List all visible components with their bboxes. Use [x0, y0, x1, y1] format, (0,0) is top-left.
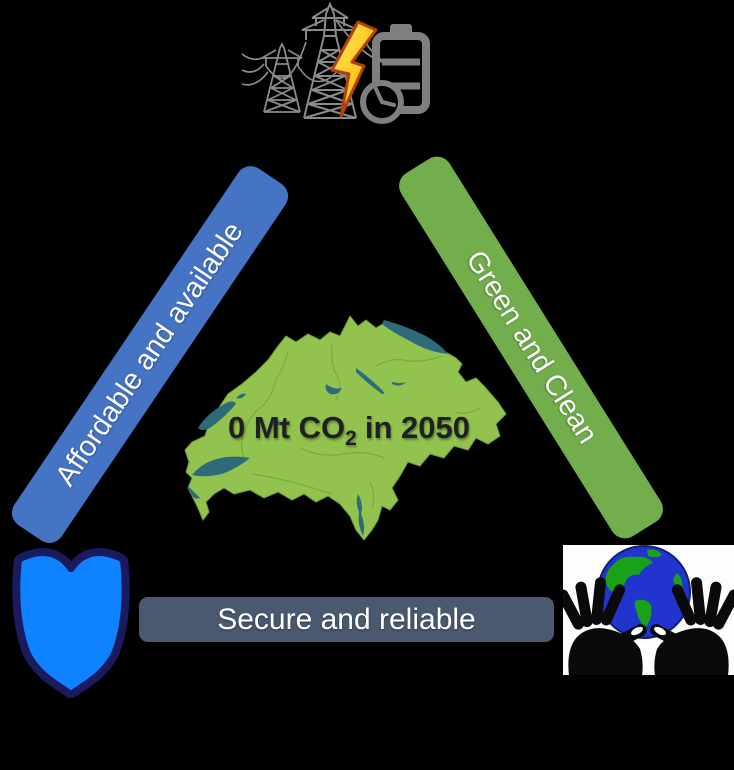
shield-icon	[12, 548, 130, 698]
pillar-banner-secure: Secure and reliable	[139, 597, 554, 642]
shield-shape	[12, 548, 130, 698]
lake-thun	[274, 420, 292, 426]
electric-grid-and-storage-icon	[241, 1, 430, 124]
lake-biel	[236, 393, 246, 399]
rhone-sliver	[188, 486, 200, 499]
hands-holding-earth-icon	[563, 545, 734, 675]
hands-earth-graphic	[563, 545, 734, 675]
transmission-tower-large-icon	[301, 1, 359, 119]
lake-walen	[392, 382, 406, 386]
transmission-tower-small-icon	[261, 41, 303, 113]
lightning-bolt-icon	[330, 20, 378, 118]
lake-zurich	[356, 368, 384, 394]
lake-neuchatel	[198, 401, 236, 430]
lake-constance	[382, 320, 448, 354]
lake-maggiore	[356, 494, 365, 536]
lake-lucerne	[325, 384, 342, 395]
lakes	[188, 320, 448, 536]
earth-globe-icon	[597, 545, 691, 639]
pillar-label-secure: Secure and reliable	[217, 602, 476, 636]
clock-icon	[360, 80, 404, 124]
rivers	[240, 343, 481, 509]
lake-geneva	[192, 456, 250, 477]
